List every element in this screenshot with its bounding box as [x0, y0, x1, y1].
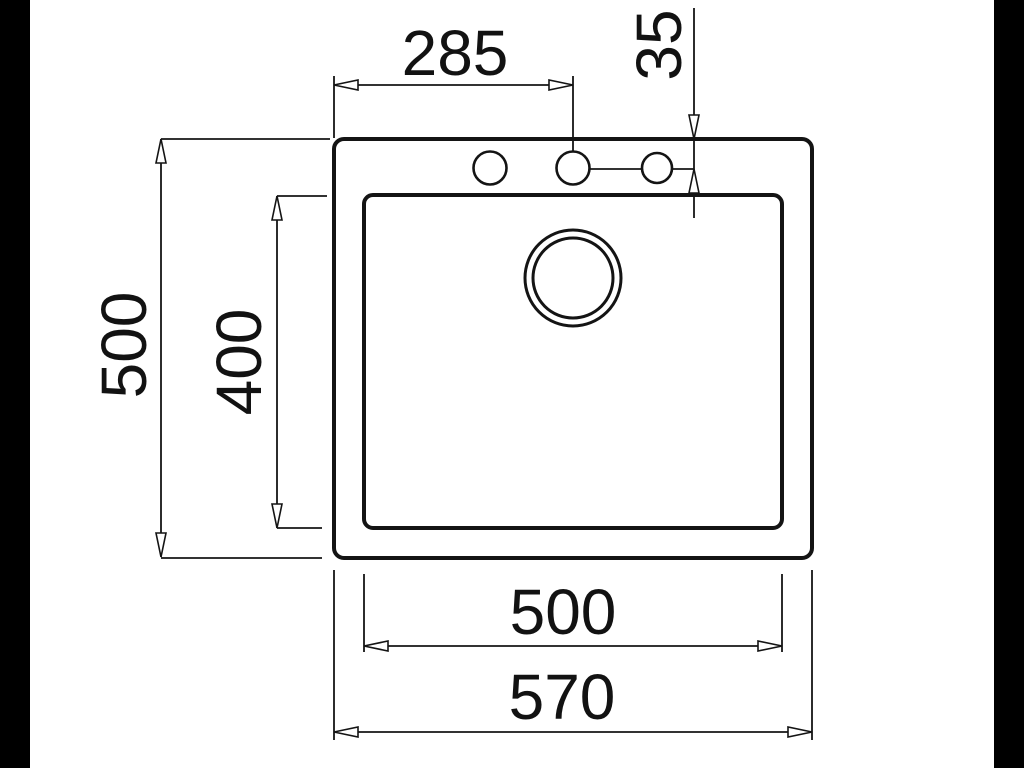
sink-outline-group — [332, 137, 814, 560]
arrowhead-left-icon — [363, 640, 389, 652]
dimension-label-570: 570 — [509, 661, 616, 733]
dimension-35: 35 — [573, 8, 700, 218]
pillarbox-right — [994, 0, 1024, 768]
faucet-hole-left — [472, 150, 508, 186]
dimension-label-500-depth: 500 — [88, 292, 160, 399]
faucet-hole-center — [555, 150, 591, 186]
dimension-285: 285 — [333, 17, 574, 168]
arrowhead-down-icon — [271, 503, 283, 529]
arrowhead-right-icon — [787, 726, 813, 738]
dimension-500-width: 500 — [333, 570, 813, 740]
arrowhead-right-icon — [757, 640, 783, 652]
drain-inner-circle — [531, 236, 615, 320]
arrowhead-down-icon — [688, 114, 700, 140]
arrowhead-down-icon — [155, 532, 167, 558]
arrowhead-left-icon — [333, 726, 359, 738]
dimension-400: 400 — [203, 195, 327, 529]
faucet-holes-group — [472, 150, 674, 186]
arrowhead-up-icon — [155, 138, 167, 164]
pillarbox-left — [0, 0, 30, 768]
arrowhead-up-icon — [271, 195, 283, 221]
arrowhead-up-icon — [688, 168, 700, 194]
drain-group — [523, 228, 623, 328]
dimension-500-depth: 500 — [88, 138, 330, 559]
dimension-label-35: 35 — [623, 9, 695, 80]
arrowhead-right-icon — [548, 79, 574, 91]
drain-outer-circle — [523, 228, 623, 328]
dimension-570: 570 — [333, 661, 813, 738]
sink-basin-edge — [362, 193, 784, 530]
dimension-label-285: 285 — [402, 17, 509, 89]
dimension-label-400: 400 — [203, 309, 275, 416]
faucet-hole-right — [640, 151, 674, 185]
arrowhead-left-icon — [333, 79, 359, 91]
sink-outer-edge — [332, 137, 814, 560]
dimension-label-500-width: 500 — [510, 576, 617, 648]
